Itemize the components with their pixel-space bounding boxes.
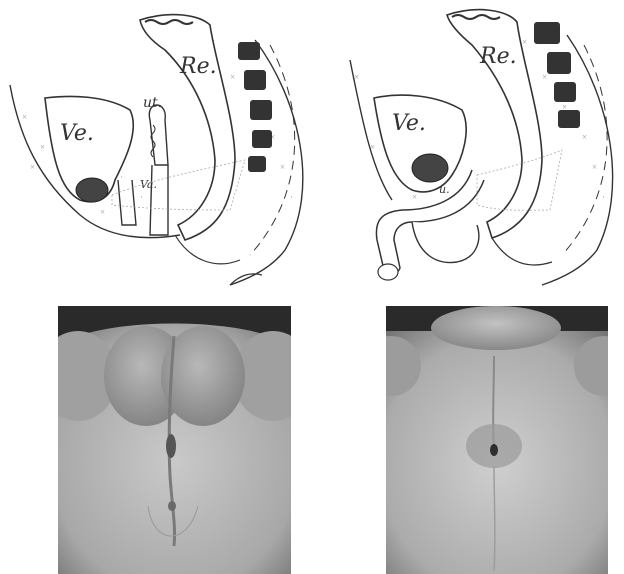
- photo-left-panel: [58, 306, 291, 574]
- scrotum-outline: [412, 222, 479, 263]
- sketch-right-panel: ××× ·×× ××× ××· Ve. u. Re.: [312, 0, 624, 290]
- svg-text:×: ×: [100, 207, 105, 217]
- label-rectum: Re.: [179, 54, 217, 79]
- photo-right-panel: [386, 306, 608, 574]
- svg-text:×: ×: [412, 192, 417, 202]
- photo-left-image: [58, 306, 291, 574]
- svg-text:×: ×: [30, 162, 35, 172]
- label-rectum: Re.: [479, 44, 517, 69]
- svg-text:·: ·: [290, 192, 293, 202]
- sketch-left-panel: ××× ·×× ××× ××· ·· Ve. ut. Va. Re.: [0, 0, 312, 290]
- anal-opening: [168, 501, 176, 511]
- svg-text:×: ×: [582, 132, 587, 142]
- label-urethra: u.: [439, 183, 450, 196]
- photo-right-image: [386, 306, 608, 574]
- scrotum: [431, 306, 561, 350]
- sacrum-segments: [534, 22, 580, 128]
- svg-text:×: ×: [522, 37, 527, 47]
- pubic-bone: [412, 154, 448, 182]
- svg-text:×: ×: [592, 162, 597, 172]
- label-bladder: Ve.: [60, 121, 94, 146]
- label-bladder: Ve.: [392, 111, 426, 136]
- sketch-left-drawing: ××× ·×× ××× ××· ·· Ve. ut. Va. Re.: [0, 0, 312, 290]
- svg-text:×: ×: [280, 162, 285, 172]
- svg-text:×: ×: [22, 112, 27, 122]
- vaginal-opening: [166, 434, 176, 458]
- svg-text:·: ·: [602, 192, 605, 202]
- label-uterus: ut.: [143, 95, 162, 111]
- sketch-right-drawing: ××× ·×× ××× ××· Ve. u. Re.: [312, 0, 624, 290]
- svg-text:·: ·: [140, 192, 143, 202]
- svg-text:×: ×: [230, 72, 235, 82]
- svg-text:·: ·: [120, 172, 123, 182]
- anal-opening: [490, 444, 498, 456]
- svg-text:×: ×: [542, 72, 547, 82]
- pubic-bone: [76, 178, 108, 202]
- sacrum-segments: [238, 42, 272, 172]
- svg-text:×: ×: [40, 142, 45, 152]
